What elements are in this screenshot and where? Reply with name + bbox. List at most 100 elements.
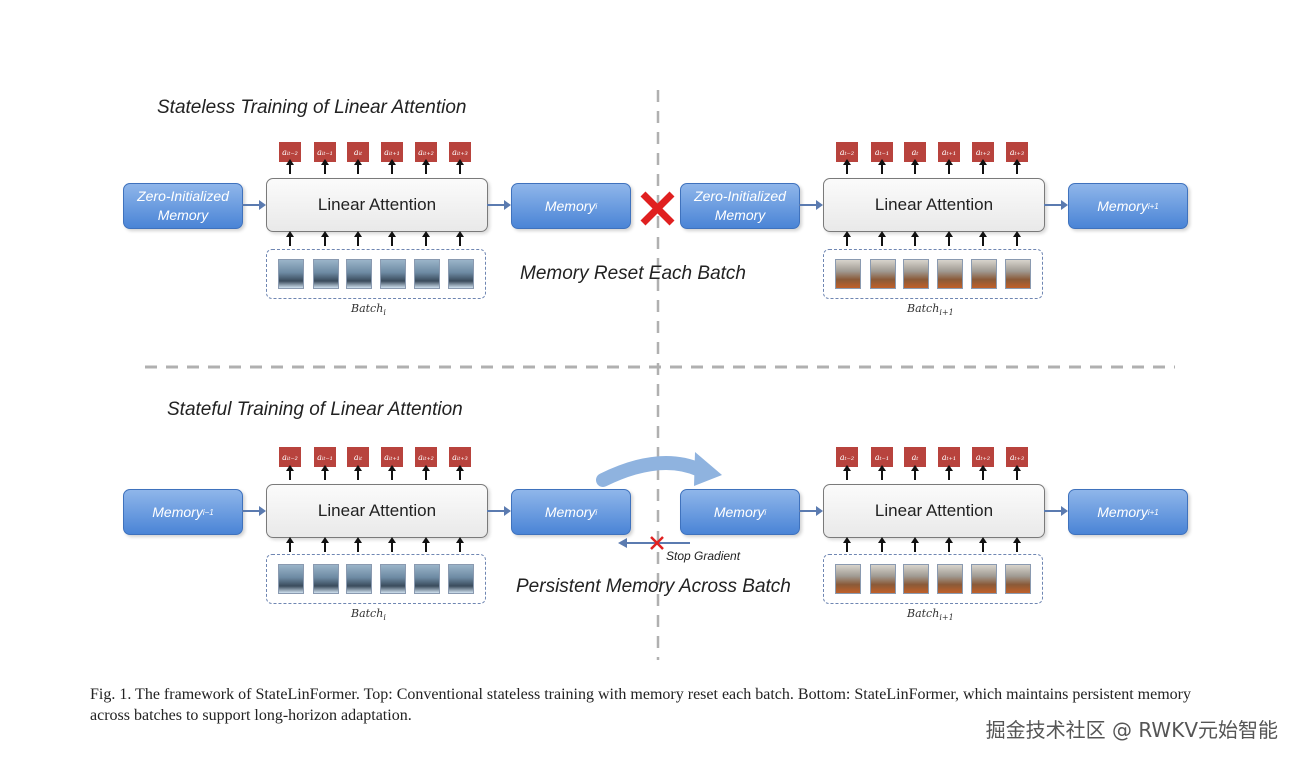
memory-subscript: i+1	[1147, 201, 1159, 211]
output-token: aₜ₊₁	[938, 447, 960, 467]
memory-subscript: i+1	[1147, 507, 1159, 517]
up-arrow-icon	[422, 465, 430, 480]
batch-frame-thumbnail	[414, 259, 440, 289]
up-arrow-icon	[878, 231, 886, 246]
persistent-memory-caption: Persistent Memory Across Batch	[516, 576, 791, 597]
up-arrow-icon	[321, 465, 329, 480]
up-arrow-icon	[354, 465, 362, 480]
batch-frame-thumbnail	[1005, 259, 1031, 289]
memory-subscript: i	[764, 507, 767, 517]
memory-subscript: i	[595, 201, 598, 211]
output-token: aᵢₜ₋₂	[279, 447, 301, 467]
up-arrow-icon	[911, 231, 919, 246]
batch-frame-thumbnail	[346, 564, 372, 594]
batch-frame-thumbnail	[380, 564, 406, 594]
up-arrow-icon	[286, 231, 294, 246]
up-arrow-icon	[979, 231, 987, 246]
batch-frame-thumbnail	[903, 564, 929, 594]
batch-frame-thumbnail	[313, 259, 339, 289]
zero-initialized-memory-label: Zero-Initialized Memory	[694, 188, 786, 223]
memory-label: Memory	[713, 503, 765, 520]
up-arrow-icon	[388, 231, 396, 246]
linear-attention-block-bottom-left: Linear Attention	[266, 484, 488, 538]
batch-label-bottom-right: Batchi+1	[907, 607, 954, 623]
up-arrow-icon	[878, 465, 886, 480]
output-token: aₜ	[904, 142, 926, 162]
up-arrow-icon	[945, 231, 953, 246]
output-token: aₜ₋₁	[871, 142, 893, 162]
batch-frame-thumbnail	[448, 259, 474, 289]
up-arrow-icon	[388, 465, 396, 480]
up-arrow-icon	[354, 159, 362, 174]
up-arrow-icon	[321, 159, 329, 174]
up-arrow-icon	[911, 159, 919, 174]
output-token: aᵢₜ	[347, 142, 369, 162]
up-arrow-icon	[456, 159, 464, 174]
output-token: aᵢₜ₊₁	[381, 447, 403, 467]
batch-label-top-right: Batchi+1	[907, 302, 954, 318]
memory-label: Memory	[152, 503, 203, 520]
up-arrow-icon	[843, 465, 851, 480]
batch-frame-thumbnail	[835, 259, 861, 289]
connector-arrow	[242, 506, 266, 516]
up-arrow-icon	[388, 159, 396, 174]
up-arrow-icon	[878, 159, 886, 174]
figure-caption: Fig. 1. The framework of StateLinFormer.…	[90, 686, 1191, 724]
up-arrow-icon	[354, 231, 362, 246]
zero-initialized-memory-label: Zero-Initialized Memory	[137, 188, 229, 223]
memory-label: Memory	[544, 197, 596, 214]
up-arrow-icon	[321, 231, 329, 246]
output-token: aᵢₜ₊₂	[415, 142, 437, 162]
up-arrow-icon	[1013, 159, 1021, 174]
up-arrow-icon	[878, 537, 886, 552]
connector-arrow	[487, 506, 511, 516]
up-arrow-icon	[456, 231, 464, 246]
output-token: aᵢₜ₋₁	[314, 447, 336, 467]
persistent-memory-arrow	[596, 455, 707, 487]
linear-attention-label: Linear Attention	[317, 501, 437, 520]
batch-frame-thumbnail	[1005, 564, 1031, 594]
memory-subscript: i−1	[202, 507, 214, 517]
batch-frame-thumbnail	[313, 564, 339, 594]
batch-frame-thumbnail	[380, 259, 406, 289]
up-arrow-icon	[422, 159, 430, 174]
batch-frame-thumbnail	[346, 259, 372, 289]
batch-label-top-left: Batchi	[351, 302, 386, 318]
batch-frame-thumbnail	[937, 259, 963, 289]
output-token: aᵢₜ₊₃	[449, 142, 471, 162]
batch-frame-thumbnail	[414, 564, 440, 594]
linear-attention-label: Linear Attention	[317, 195, 437, 214]
up-arrow-icon	[911, 537, 919, 552]
up-arrow-icon	[286, 465, 294, 480]
batch-frame-thumbnail	[937, 564, 963, 594]
up-arrow-icon	[1013, 231, 1021, 246]
output-token: aᵢₜ₊₁	[381, 142, 403, 162]
output-token: aᵢₜ₊₂	[415, 447, 437, 467]
batch-frame-thumbnail	[278, 259, 304, 289]
batch-frame-thumbnail	[835, 564, 861, 594]
memory-label: Memory	[544, 503, 596, 520]
output-token: aₜ₊₂	[972, 142, 994, 162]
up-arrow-icon	[979, 159, 987, 174]
up-arrow-icon	[321, 537, 329, 552]
up-arrow-icon	[1013, 537, 1021, 552]
connector-arrow	[242, 200, 266, 210]
linear-attention-block-bottom-right: Linear Attention	[823, 484, 1045, 538]
output-token: aₜ₋₁	[871, 447, 893, 467]
output-token: aᵢₜ₊₃	[449, 447, 471, 467]
memory-label: Memory	[1097, 197, 1148, 214]
memory-reset-x-icon	[640, 191, 675, 226]
output-token: aₜ₊₁	[938, 142, 960, 162]
up-arrow-icon	[979, 465, 987, 480]
up-arrow-icon	[286, 537, 294, 552]
output-token: aᵢₜ₋₂	[279, 142, 301, 162]
linear-attention-label: Linear Attention	[874, 501, 994, 520]
